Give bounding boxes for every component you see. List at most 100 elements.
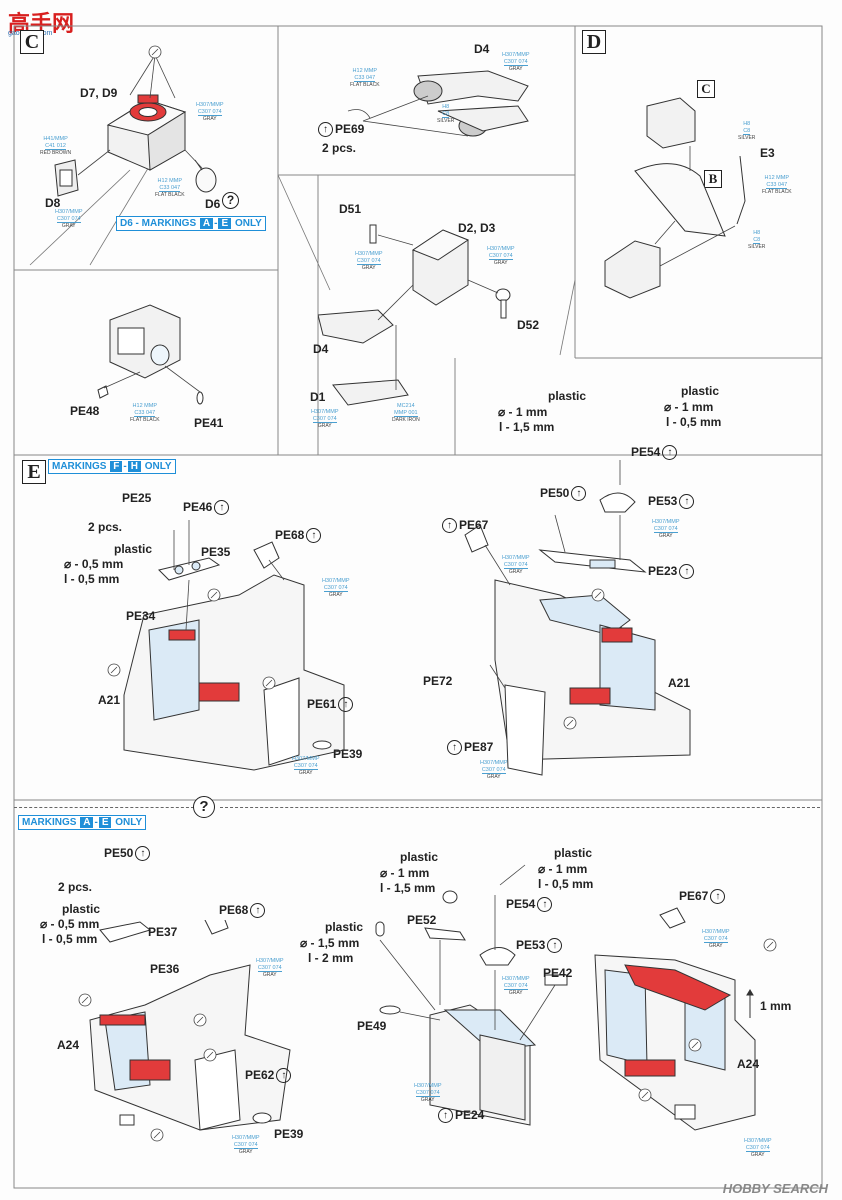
paint-code: C307 074 — [503, 982, 528, 990]
paint-code: C307 074 — [56, 215, 81, 223]
paint-top: H307/MMP — [232, 1135, 260, 1141]
rotate-arrow-icon: ↑ — [547, 938, 563, 954]
paint-callout: H307/MMP C307 074 GRAY — [292, 756, 320, 777]
label-pe36: PE36 — [150, 962, 180, 976]
marking-suffix: ONLY — [115, 817, 143, 828]
paint-code: C307 074 — [312, 415, 337, 423]
rotate-arrow-icon: ↑ — [442, 518, 457, 534]
label-bottom-pe67-text: PE67 — [679, 889, 709, 903]
rotate-arrow-icon: ↑ — [679, 564, 695, 580]
paint-code: C307 074 — [415, 1089, 440, 1097]
paint-top: H12 MMP — [132, 403, 157, 409]
label-pe41: PE41 — [194, 416, 224, 430]
label-d2-d3: D2, D3 — [458, 221, 496, 235]
label-mid-diameter-2: ⌀ - 1 mm — [538, 862, 588, 876]
paint-code: C307 074 — [481, 766, 506, 774]
paint-code: MMP 001 — [394, 409, 418, 417]
label-bottom-diameter: ⌀ - 0,5 mm — [40, 917, 100, 931]
label-d8: D8 — [45, 196, 61, 210]
label-d4-mid: D4 — [313, 342, 329, 356]
paint-top: H307/MMP — [502, 555, 530, 561]
label-mid-pe54-text: PE54 — [506, 897, 536, 911]
label-bottom-pe39: PE39 — [274, 1127, 304, 1141]
paint-code: C307 074 — [703, 935, 728, 943]
paint-code: C307 074 — [323, 584, 348, 592]
label-pe72: PE72 — [423, 674, 453, 688]
rotate-arrow-icon: ↑ — [318, 122, 333, 138]
rotate-arrow-icon: ↑ — [679, 494, 695, 510]
label-pe25-pcs: 2 pcs. — [88, 520, 123, 534]
paint-callout: H307/MMP C307 074 GRAY — [322, 578, 350, 599]
paint-name: GRAY — [508, 569, 523, 575]
paint-callout: H307/MMP C307 074 GRAY — [480, 760, 508, 781]
paint-name: DARK IRON — [392, 417, 420, 423]
label-pe24-text: PE24 — [455, 1108, 485, 1122]
paint-name: GRAY — [361, 265, 376, 271]
label-pe69-text: PE69 — [335, 122, 365, 136]
marking-from: F — [110, 461, 123, 472]
separator-right — [220, 807, 820, 808]
paint-top: H307/MMP — [414, 1083, 442, 1089]
label-pe39: PE39 — [333, 747, 363, 761]
d2-d3-drawing — [318, 224, 511, 406]
paint-callout: H307/MMP C307 074 GRAY — [744, 1138, 772, 1159]
paint-name: SILVER — [437, 118, 455, 124]
paint-callout: H8 C8 SILVER — [437, 104, 454, 125]
question-circle-icon: ? — [193, 796, 215, 818]
paint-code: C8 — [442, 110, 450, 118]
paint-name: GRAY — [508, 66, 523, 72]
label-mid-length-2: l - 0,5 mm — [538, 877, 594, 891]
label-d4-top: D4 — [474, 42, 490, 56]
rotate-arrow-icon: ↑ — [135, 846, 151, 862]
label-pe69: ↑PE69 — [316, 122, 365, 138]
paint-name: GRAY — [61, 223, 76, 229]
paint-top: H307/MMP — [292, 756, 320, 762]
label-length-1: l - 1,5 mm — [499, 420, 555, 434]
sub-step-c-box: C — [697, 80, 715, 98]
bottom-left-drawing — [78, 920, 291, 1142]
question-icon: ? — [222, 192, 239, 209]
label-plastic-1: plastic — [548, 389, 587, 403]
paint-top: H12 MMP — [352, 68, 377, 74]
paint-name: GRAY — [317, 423, 332, 429]
step-c-drawing — [54, 45, 217, 197]
label-pe25: PE25 — [122, 491, 152, 505]
paint-name: GRAY — [202, 116, 217, 122]
label-pe53: PE53↑ — [648, 494, 696, 510]
paint-callout: H12 MMP C33 047 FLAT BLACK — [155, 178, 185, 199]
step-d-drawing — [604, 97, 746, 299]
label-pe42: PE42 — [543, 966, 573, 980]
label-pe68-text: PE68 — [275, 528, 305, 542]
marking-from: A — [199, 218, 214, 229]
label-pe23-text: PE23 — [648, 564, 678, 578]
paint-name: FLAT BLACK — [130, 417, 160, 423]
rotate-arrow-icon: ↑ — [571, 486, 587, 502]
label-d6: D6 — [205, 197, 221, 211]
bottom-middle-drawing — [375, 864, 568, 1126]
paint-callout: H12 MMP C33 047 FLAT BLACK — [350, 68, 380, 89]
label-diameter-1: ⌀ - 1 mm — [498, 405, 548, 419]
step-c-detail-drawing — [97, 304, 204, 405]
step-c-label: C — [20, 30, 44, 54]
paint-callout: H307/MMP C307 074 GRAY — [502, 52, 530, 73]
paint-name: GRAY — [238, 1149, 253, 1155]
label-bottom-pcs: 2 pcs. — [58, 880, 93, 894]
paint-name: FLAT BLACK — [762, 189, 792, 195]
label-pe35: PE35 — [201, 545, 231, 559]
footer-watermark: HOBBY SEARCH — [722, 1181, 828, 1196]
paint-callout: H307/MMP C307 074 GRAY — [502, 555, 530, 576]
paint-callout: H8 C8 SILVER — [738, 121, 755, 142]
label-bottom-pe67: PE67↑ — [679, 889, 727, 905]
paint-name: FLAT BLACK — [350, 82, 380, 88]
label-pe23: PE23↑ — [648, 564, 696, 580]
paint-callout: H307/MMP C307 074 GRAY — [355, 251, 383, 272]
label-pe48: PE48 — [70, 404, 100, 418]
step-e-left-drawing — [107, 520, 345, 771]
label-mid-diameter-3: ⌀ - 1,5 mm — [300, 936, 360, 950]
paint-top: H307/MMP — [487, 246, 515, 252]
label-pe87: ↑PE87 — [445, 740, 493, 756]
paint-callout: H307/MMP C307 074 GRAY — [502, 976, 530, 997]
label-a24-right: A24 — [737, 1057, 760, 1071]
paint-code: C307 074 — [233, 1141, 258, 1149]
